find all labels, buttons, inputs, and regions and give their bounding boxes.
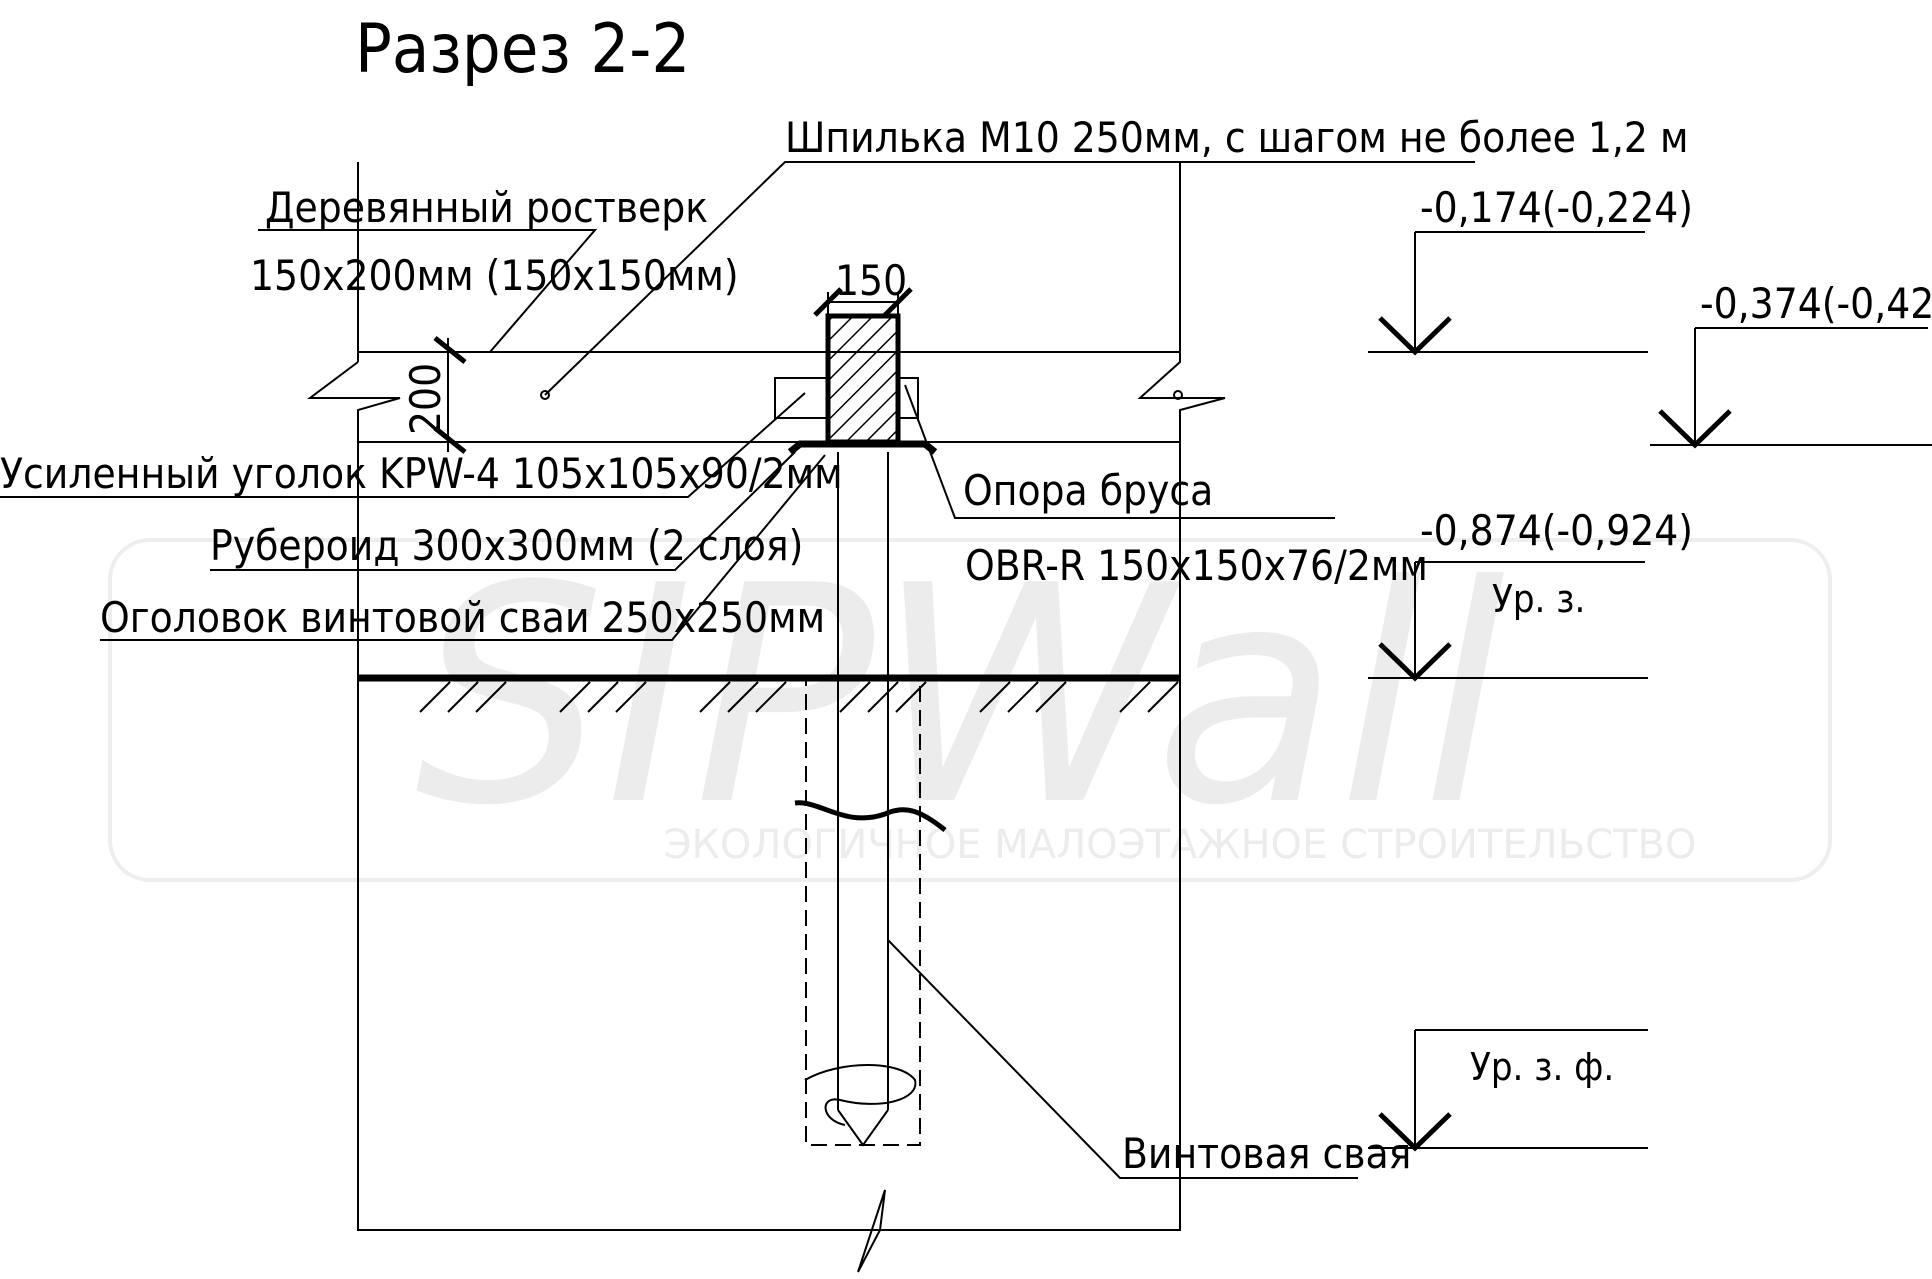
level-beam-bottom: -0,374(-0,424) [1650,279,1932,449]
label-screw-pile: Винтовая свая [1122,1129,1411,1178]
label-beam-2: 150х200мм (150х150мм) [250,251,739,300]
page-title: Разрез 2-2 [355,10,690,89]
level-ground-label: -0,874(-0,924) [1420,506,1693,555]
dim-width-label: 150 [835,256,907,305]
outline-left-break [307,162,1226,1273]
dim-width-tick-right [883,287,913,317]
screw-pile [794,452,947,1147]
leader-beam-support [904,384,1335,519]
label-beam-support-2: OBR-R 150х150х76/2мм [965,541,1428,590]
level-top: -0,174(-0,224) [1368,183,1693,356]
label-beam-1: Деревянный ростверк [265,183,708,232]
watermark-frame [108,538,1832,882]
leader-screw-pile [887,939,1358,1179]
timber-block [825,313,901,445]
label-pile-head: Оголовок винтовой сваи 250х250мм [100,593,825,642]
wooden-beam [358,351,1183,443]
dim-height-tick-top [433,336,467,364]
ground [358,674,1180,713]
pile-helix [804,1064,917,1126]
leader-roofing [210,451,796,571]
dim-width-tick-left [813,287,843,317]
stud-point-right-icon [1173,390,1183,400]
level-foundation-name: Ур. з. ф. [1470,1045,1614,1089]
label-angle: Усиленный уголок KPW-4 105х105х90/2мм [0,449,843,498]
leader-angle [0,392,806,498]
section-outline [307,162,1226,1273]
label-roofing: Рубероид 300х300мм (2 слоя) [210,521,803,570]
pile-tip [837,1109,889,1147]
leader-pile-head [100,454,826,641]
leader-beam [258,229,598,353]
leader-stud [544,161,1475,396]
label-beam-support-1: Опора бруса [963,466,1213,515]
beam-support [774,313,938,455]
dim-height-tick-bottom [433,426,467,454]
level-beam-bottom-label: -0,374(-0,424) [1700,279,1932,328]
level-ground-name: Ур. з. [1492,577,1585,621]
dim-height-label: 200 [401,363,450,435]
pile-head-plate [787,440,938,455]
level-ground: -0,874(-0,924) Ур. з. [1368,506,1693,682]
pile-break-line [794,800,947,832]
stud-point-icon [540,390,550,400]
leaders [0,161,1475,1179]
dimension-height: 200 [401,336,467,454]
label-stud: Шпилька М10 250мм, с шагом не более 1,2 … [785,113,1688,162]
dimension-width: 150 [813,256,913,352]
level-top-label: -0,174(-0,224) [1420,183,1693,232]
ground-hatch [419,681,1179,713]
watermark-brand: SIPWall [415,522,1507,871]
level-foundation: Ур. з. ф. [1368,1029,1648,1152]
